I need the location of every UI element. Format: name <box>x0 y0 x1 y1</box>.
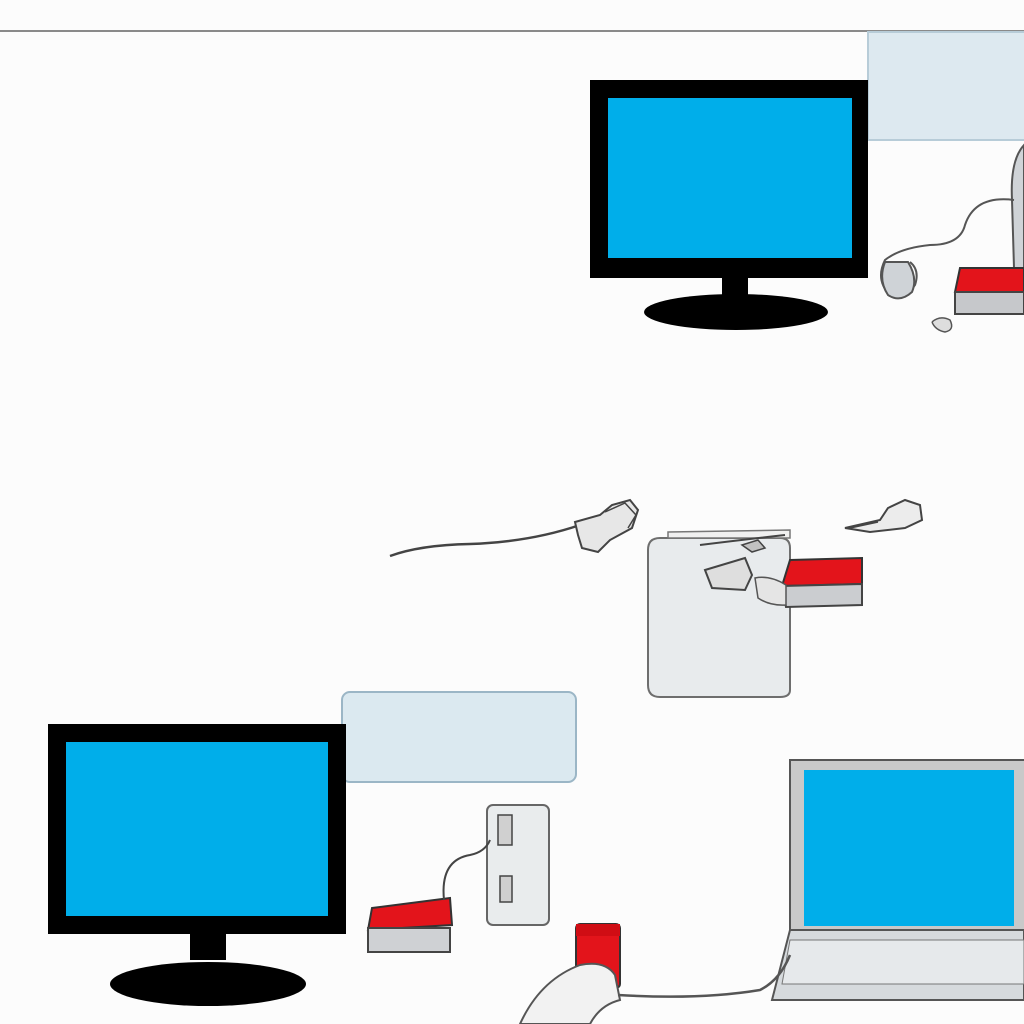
laptop-icon <box>770 759 1024 1001</box>
mouse-icon <box>880 143 1024 300</box>
monitor-icon <box>590 80 868 330</box>
hand-icon <box>518 962 622 1024</box>
router-icon <box>953 267 1024 315</box>
bottom-panel <box>341 691 577 783</box>
power-adapter-icon <box>442 804 550 926</box>
router-icon <box>754 556 863 609</box>
top-right-panel <box>867 31 1024 141</box>
monitor-icon <box>48 724 346 1006</box>
cable-icon <box>389 498 640 558</box>
cable-icon <box>617 954 792 998</box>
power-adapter-icon <box>647 529 791 698</box>
router-icon <box>366 896 454 953</box>
cable-icon <box>931 317 953 333</box>
mouse-icon <box>844 498 924 534</box>
